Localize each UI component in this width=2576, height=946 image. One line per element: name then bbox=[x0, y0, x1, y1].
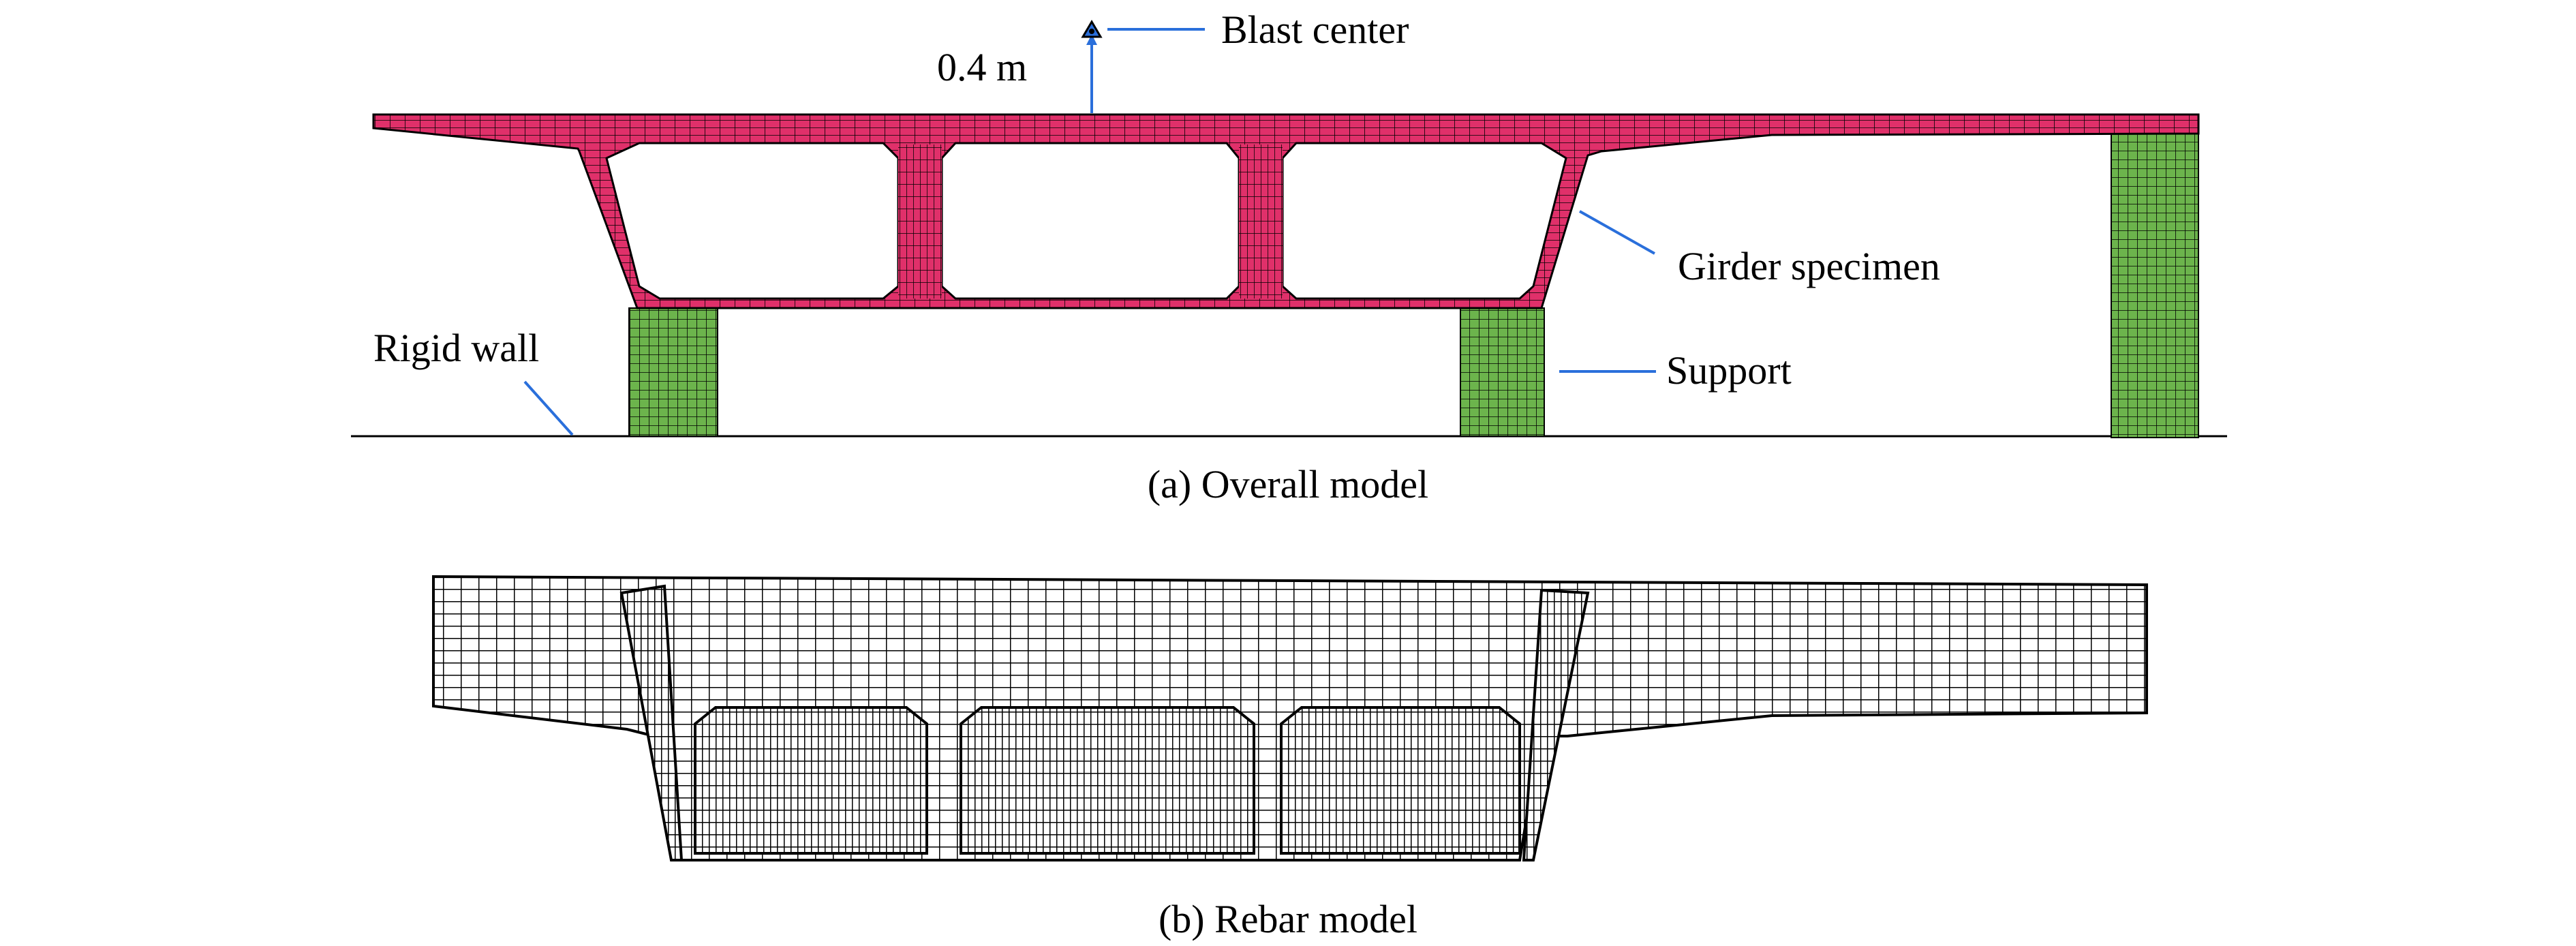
support-middle bbox=[1460, 307, 1545, 437]
rebar-cell-middle bbox=[960, 706, 1255, 855]
rebar-cell-right bbox=[1280, 706, 1521, 855]
rebar-web-right bbox=[1522, 588, 1590, 861]
overall-model-panel: Blast center 0.4 m Girder specimen Suppo… bbox=[351, 7, 2227, 506]
girder-specimen-label: Girder specimen bbox=[1678, 244, 1940, 288]
standoff-distance-label: 0.4 m bbox=[937, 45, 1027, 89]
caption-overall-model: (a) Overall model bbox=[1148, 462, 1428, 506]
rigid-wall-leader bbox=[523, 380, 574, 436]
rigid-wall-label: Rigid wall bbox=[373, 326, 539, 370]
blast-center-label: Blast center bbox=[1221, 7, 1409, 52]
support-right bbox=[2111, 129, 2199, 438]
rebar-cell-left bbox=[694, 706, 928, 855]
web-left-inner bbox=[898, 144, 942, 299]
support-label: Support bbox=[1666, 348, 1792, 393]
blast-center-icon bbox=[1081, 20, 1103, 38]
caption-rebar-model: (b) Rebar model bbox=[1159, 897, 1417, 941]
girder-specimen-leader bbox=[1579, 210, 1655, 255]
rebar-web-left bbox=[619, 584, 684, 861]
rebar-model-panel: (b) Rebar model bbox=[432, 575, 2148, 941]
support-left bbox=[628, 307, 718, 437]
web-right-inner bbox=[1239, 144, 1283, 299]
standoff-arrowhead bbox=[1086, 34, 1097, 45]
